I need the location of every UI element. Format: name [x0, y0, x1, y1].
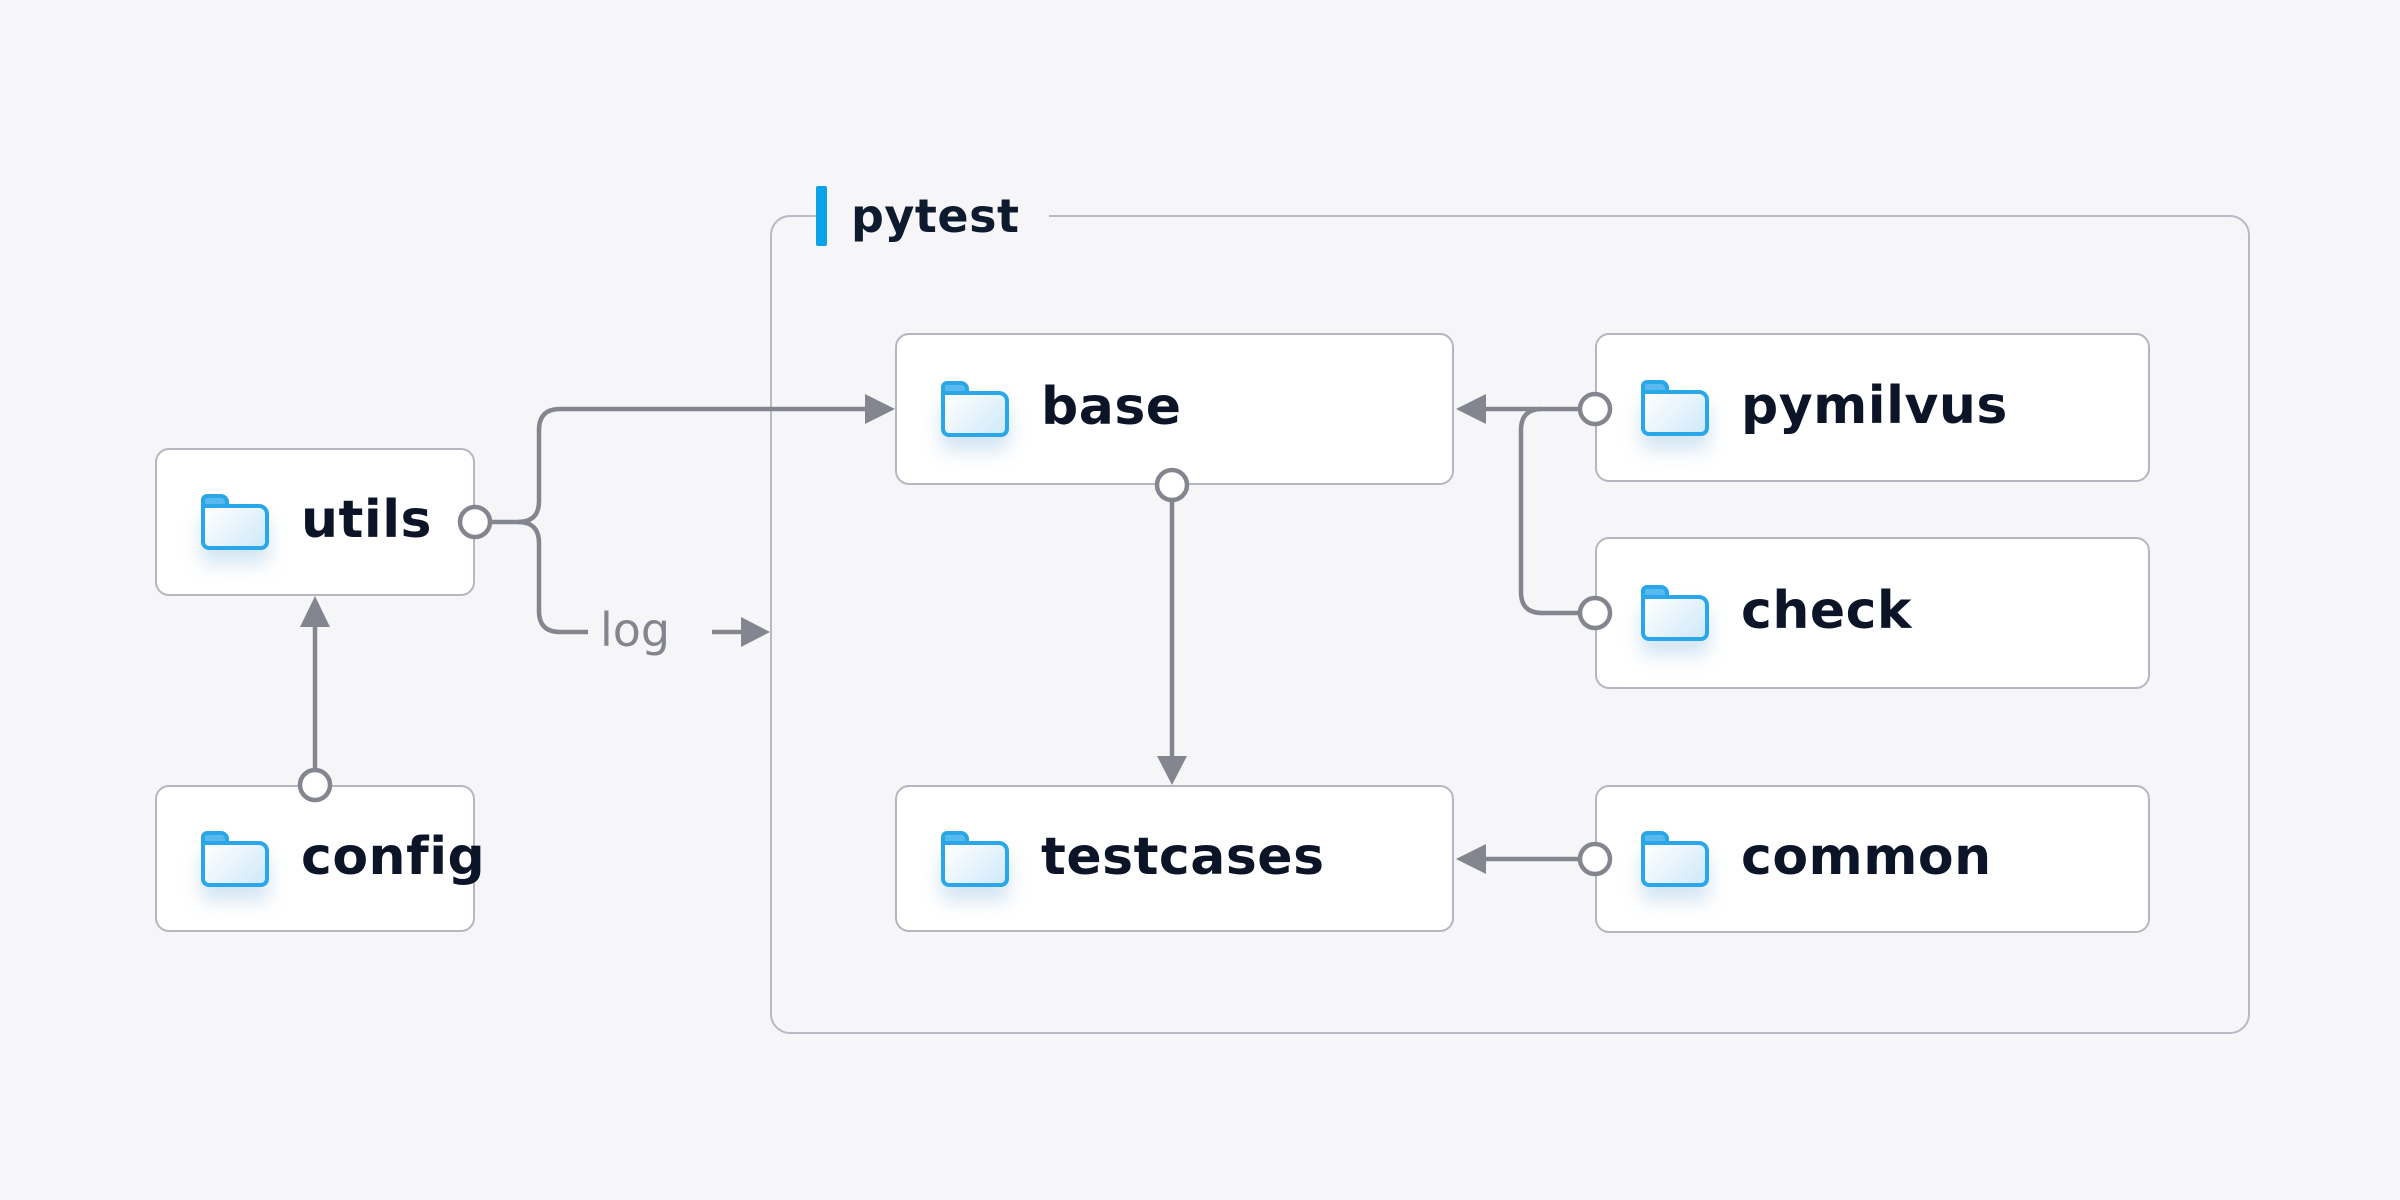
accent-bar-icon: [816, 186, 827, 246]
node-common: common: [1595, 785, 2150, 933]
folder-icon: [201, 830, 269, 887]
arrowhead-right: [741, 617, 770, 647]
group-label-text: pytest: [851, 189, 1020, 243]
node-check: check: [1595, 537, 2150, 689]
folder-icon: [1641, 831, 1709, 887]
folder-icon: [201, 494, 269, 550]
edge-label-log: log: [600, 602, 671, 657]
arrowhead-up: [300, 596, 330, 627]
folder-icon: [1641, 585, 1709, 641]
node-label: config: [301, 826, 486, 887]
node-label: testcases: [1041, 826, 1325, 887]
node-utils: utils: [155, 448, 475, 596]
node-label: utils: [301, 490, 432, 550]
node-label: base: [1041, 377, 1182, 437]
pytest-group-box: [770, 215, 2250, 1034]
node-label: check: [1741, 581, 1913, 641]
node-pymilvus: pymilvus: [1595, 333, 2150, 482]
folder-icon: [941, 381, 1009, 437]
node-label: pymilvus: [1741, 375, 2008, 436]
node-testcases: testcases: [895, 785, 1454, 932]
node-config: config: [155, 785, 485, 932]
folder-icon: [941, 830, 1009, 887]
node-base: base: [895, 333, 1454, 485]
node-label: common: [1741, 827, 1992, 887]
folder-icon: [1641, 379, 1709, 436]
pytest-group-label: pytest: [816, 186, 1050, 246]
edge-config-utils: [297, 596, 333, 803]
